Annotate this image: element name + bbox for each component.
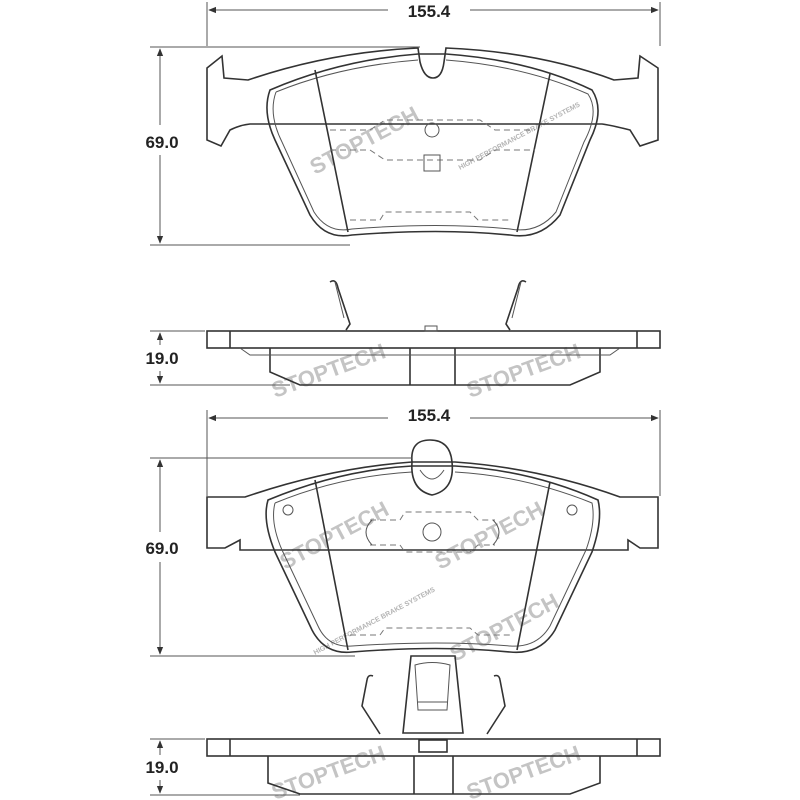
spring-clip — [361, 674, 506, 735]
friction-side — [269, 348, 601, 386]
watermark-brand: STOPTECH — [268, 740, 389, 800]
dimension-label: 69.0 — [145, 133, 178, 152]
sensor-hole — [424, 122, 440, 138]
spring-clip — [329, 280, 527, 331]
sensor-bracket — [402, 655, 464, 734]
friction-side — [267, 756, 601, 795]
dimension-thickness-bottom: 19.0 — [145, 738, 300, 796]
dimension-height-top: 69.0 — [145, 46, 420, 246]
backing-plate-side — [206, 738, 661, 757]
dimension-thickness-top: 19.0 — [145, 330, 290, 386]
watermark-brand: STOPTECH — [463, 740, 584, 800]
center-pin — [422, 522, 442, 542]
dimension-label: 19.0 — [145, 758, 178, 777]
dimension-width-top: 155.4 — [206, 2, 661, 46]
wear-sensor-clip — [411, 439, 454, 496]
inner-pad-side-view: STOPTECH STOPTECH — [206, 655, 661, 800]
watermark-brand: STOPTECH — [276, 496, 393, 574]
dimension-label: 155.4 — [408, 406, 451, 425]
dimension-label: 155.4 — [408, 2, 451, 21]
inner-pad-face-view: STOPTECH STOPTECH HIGH PERFORMANCE BRAKE… — [206, 439, 659, 666]
dimension-label: 69.0 — [145, 539, 178, 558]
outer-pad-side-view: STOPTECH STOPTECH — [206, 280, 661, 403]
backing-plate-outline — [206, 47, 659, 148]
watermarks-top: STOPTECH HIGH PERFORMANCE BRAKE SYSTEMS — [306, 101, 582, 179]
dimension-height-bottom: 69.0 — [145, 457, 412, 657]
outer-pad-face-view: STOPTECH HIGH PERFORMANCE BRAKE SYSTEMS — [206, 47, 659, 237]
friction-material-outline — [265, 465, 601, 654]
watermark-brand: STOPTECH — [431, 496, 548, 574]
backing-plate-side — [206, 330, 661, 349]
dimension-width-bottom: 155.4 — [206, 406, 661, 496]
backing-plate-outline — [206, 461, 659, 551]
watermark-brand: STOPTECH — [446, 588, 563, 666]
watermark-tagline: HIGH PERFORMANCE BRAKE SYSTEMS — [313, 586, 437, 656]
dimension-label: 19.0 — [145, 349, 178, 368]
friction-material-outline — [266, 53, 599, 237]
watermark-tagline: HIGH PERFORMANCE BRAKE SYSTEMS — [458, 101, 582, 171]
